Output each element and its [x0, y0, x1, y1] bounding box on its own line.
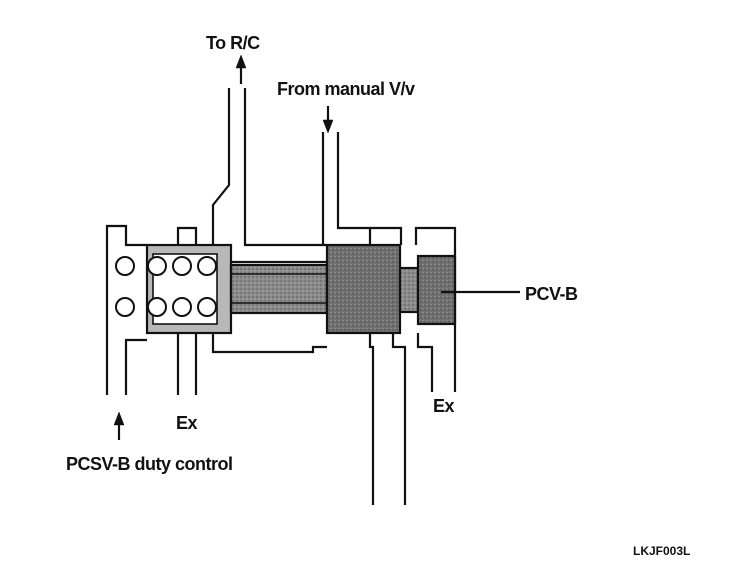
coil-circle-icon [172, 256, 192, 276]
from-manual-label: From manual V/v [277, 79, 415, 99]
to-rc-passage-left [211, 88, 231, 245]
pcsv-b-label: PCSV-B duty control [66, 454, 233, 474]
ex-right-label: Ex [433, 396, 455, 416]
outlet-passage-right [391, 333, 407, 505]
bore-bottom-left [211, 333, 327, 354]
ex-port-top-notch [176, 226, 198, 245]
to-rc-label: To R/C [206, 33, 260, 53]
spool-connector [398, 266, 420, 314]
solenoid-housing-top [105, 224, 147, 395]
coil-circle-icon [197, 297, 217, 317]
coil-circle-icon [172, 297, 192, 317]
arrow-down-icon [322, 106, 334, 134]
spool-rod [229, 263, 329, 315]
coil-circle-icon [197, 256, 217, 276]
right-upper-wall-a [370, 226, 403, 245]
solenoid-coil [115, 256, 217, 317]
spool-assembly [145, 243, 457, 335]
spool-land-end [416, 254, 457, 326]
spool-land-main [325, 243, 402, 335]
to-rc-passage-right [243, 88, 327, 247]
coil-circle-icon [115, 297, 135, 317]
coil-circle-icon [115, 256, 135, 276]
right-lower-wall [416, 333, 434, 392]
arrow-up-icon [113, 411, 125, 440]
solenoid-housing-bottom [124, 338, 147, 395]
arrow-up-icon [235, 54, 247, 84]
coil-circle-icon [147, 297, 167, 317]
ex-left-label: Ex [176, 413, 198, 433]
pcv-b-label: PCV-B [525, 284, 578, 304]
outlet-passage-left [368, 333, 375, 505]
from-manual-passage-right [336, 132, 372, 245]
coil-circle-icon [147, 256, 167, 276]
figure-code-label: LKJF003L [633, 544, 691, 558]
